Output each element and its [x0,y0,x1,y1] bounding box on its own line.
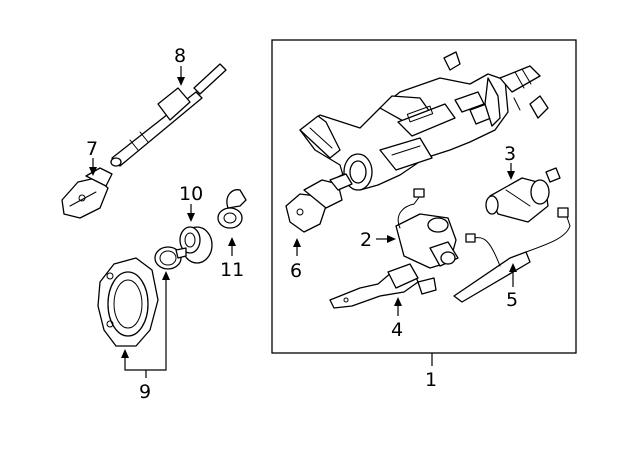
callout-2: 2 [360,229,372,251]
callout-1: 1 [425,369,437,391]
part-6-universal-joint [285,173,353,233]
callout-6-arrowhead [293,238,301,247]
callout-11: 11 [220,259,244,281]
callout-5-arrowhead [509,263,517,272]
part-7-lower-joint [61,167,113,219]
callout-6: 6 [290,260,302,282]
steering-column-assembly [299,51,549,191]
assembly-frame [271,39,577,354]
callout-8-arrowhead [177,77,185,86]
callout-8: 8 [174,45,186,67]
callout-7: 7 [86,138,98,160]
callout-9: 9 [139,381,151,403]
part-11-seal [217,189,247,229]
callout-3-arrowhead [507,171,515,180]
callout-2-arrowhead [387,235,396,243]
callout-9-arrowhead-clamp [162,271,170,280]
callout-10-arrowhead [187,213,195,222]
callout-4-arrowhead [394,297,402,306]
part-9-boot-and-clamp [97,246,187,347]
part-4-bracket [329,263,437,309]
part-8-intermediate-shaft [110,63,227,167]
part-3-motor [485,167,561,223]
part-5-harness [453,207,571,303]
callout-11-arrowhead [228,237,236,246]
part-2-motor [395,188,459,269]
part-10-grommet [179,226,213,264]
callout-7-arrowhead [89,167,97,176]
callout-10: 10 [179,183,203,205]
callout-9-arrowhead-boot [121,349,129,358]
callout-3: 3 [504,143,516,165]
callout-4: 4 [391,319,403,341]
callout-5: 5 [506,289,518,311]
